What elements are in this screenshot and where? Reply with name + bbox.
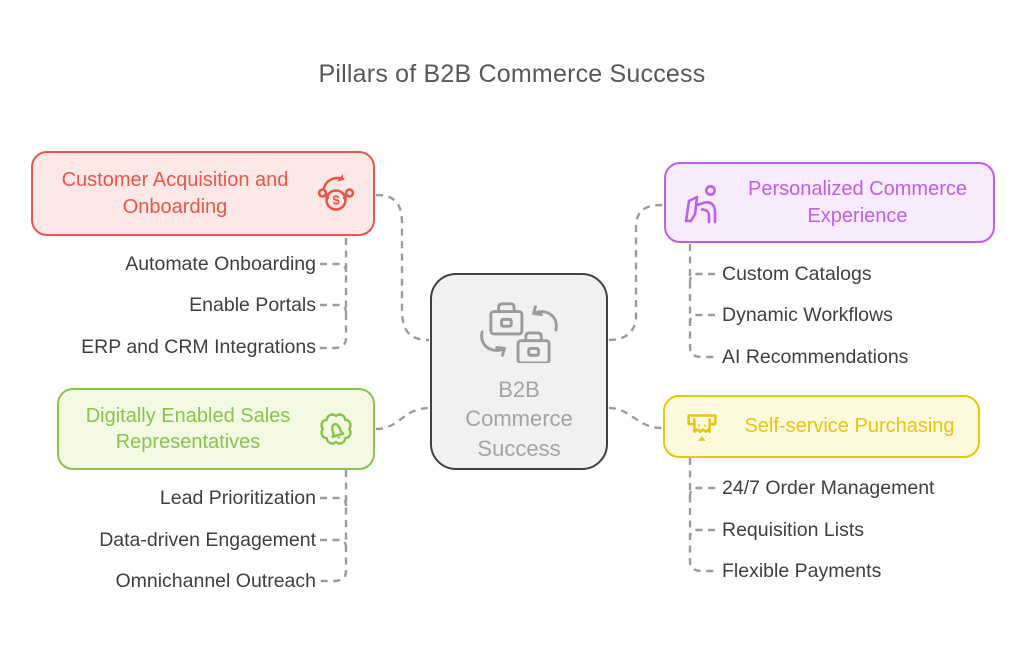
sub-item-requisition-lists: Requisition Lists <box>722 519 864 541</box>
center-node-label: B2B Commerce Success <box>465 377 573 461</box>
sub-item-omnichannel-outreach: Omnichannel Outreach <box>115 570 316 592</box>
branch-self-service-purchasing: Self-service Purchasing <box>663 395 980 458</box>
branch-digitally-enabled-sales-representatives: Digitally Enabled Sales Representatives <box>57 388 375 470</box>
branch-label: Self-service Purchasing <box>744 415 955 438</box>
trunk-selfservice-children <box>688 458 716 573</box>
connector-center-to-personalized <box>608 203 664 342</box>
connector-center-to-selfservice <box>608 406 663 430</box>
briefcase-exchange-icon <box>480 302 558 363</box>
elbow-lead-prioritization <box>320 496 348 507</box>
person-kiosk-icon <box>680 180 726 226</box>
branch-label: Digitally Enabled Sales Representatives <box>85 404 291 453</box>
elbow-dynamic-workflows <box>688 313 715 324</box>
sub-item-enable-portals: Enable Portals <box>189 294 316 316</box>
branch-label: Customer Acquisition and Onboarding <box>61 169 289 218</box>
branch-label: Personalized Commerce Experience <box>748 178 967 227</box>
sub-item-data-driven-engagement: Data-driven Engagement <box>99 529 316 551</box>
coin-rotation-icon: $ <box>313 171 359 217</box>
sub-item-lead-prioritization: Lead Prioritization <box>159 487 316 509</box>
sub-item-247-order-management: 24/7 Order Management <box>722 477 935 499</box>
branch-customer-acquisition-and-onboarding: Customer Acquisition and Onboarding $ <box>31 151 375 236</box>
center-node: B2B Commerce Success <box>430 273 608 470</box>
trunk-personalized-children <box>688 244 716 359</box>
sub-item-dynamic-workflows: Dynamic Workflows <box>722 304 893 326</box>
connector-sales-to-center <box>375 406 430 431</box>
sub-item-flexible-payments: Flexible Payments <box>722 560 882 582</box>
elbow-247-order-management <box>688 486 715 497</box>
elbow-requisition-lists <box>688 528 715 539</box>
badge-bell-icon <box>313 406 359 452</box>
branch-personalized-commerce-experience: Personalized Commerce Experience <box>664 162 995 243</box>
elbow-enable-portals <box>320 303 348 314</box>
sub-item-ai-recommendations: AI Recommendations <box>722 346 909 368</box>
atm-receipt-icon <box>679 404 725 450</box>
elbow-data-driven-engagement <box>320 538 348 549</box>
connector-acquisition-to-center <box>375 193 430 342</box>
page-title: Pillars of B2B Commerce Success <box>318 60 706 88</box>
sub-item-automate-onboarding: Automate Onboarding <box>125 253 316 275</box>
sub-item-erp-and-crm-integrations: ERP and CRM Integrations <box>81 336 316 358</box>
trunk-acquisition-children <box>319 238 348 350</box>
sub-item-custom-catalogs: Custom Catalogs <box>722 263 872 285</box>
trunk-sales-children <box>319 470 348 583</box>
elbow-automate-onboarding <box>320 262 348 273</box>
svg-text:$: $ <box>332 192 340 207</box>
elbow-custom-catalogs <box>688 272 715 283</box>
